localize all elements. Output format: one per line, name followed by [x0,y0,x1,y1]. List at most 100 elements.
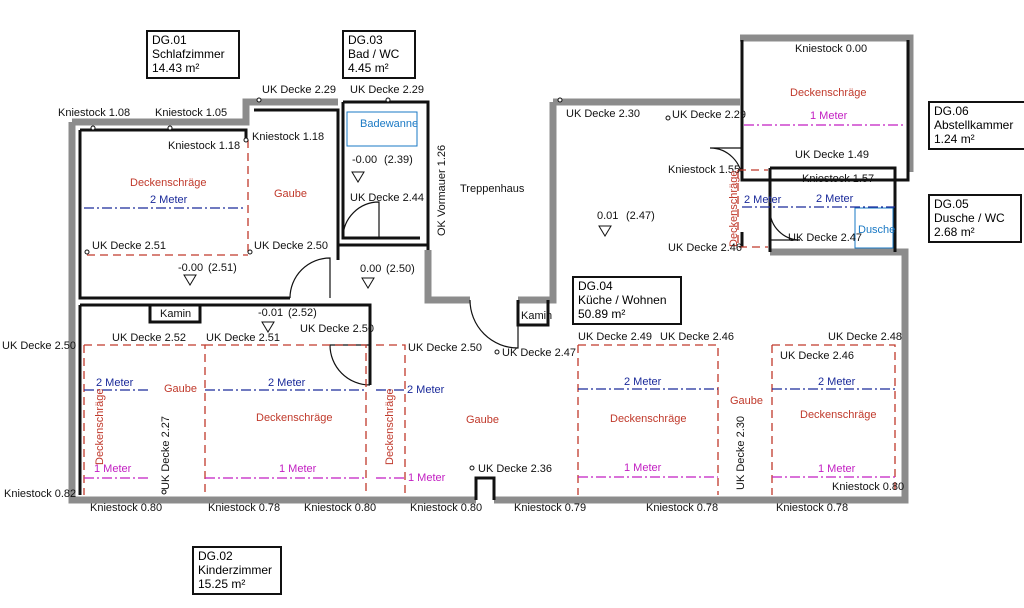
kniestock-label: Kniestock 1.08 [58,107,131,119]
room-label-dg01: DG.01 Schlafzimmer 14.43 m² [146,30,240,79]
room-label-dg06: DG.06 Abstellkammer 1.24 m² [928,101,1024,150]
room-id: DG.04 [578,279,613,293]
deckenschraege-label: Deckenschräge [610,413,687,425]
one-meter-lines [84,124,905,479]
uk-decke-label: UK Decke 2.46 [660,331,734,343]
room-id: DG.01 [152,33,187,47]
uk-decke-label: UK Decke 2.27 [160,416,172,490]
level-value: 0.01 [597,210,619,222]
one-meter-label: 1 Meter [818,463,856,475]
kniestock-label: Kniestock 1.05 [155,107,228,119]
kniestock-label: Kniestock 0.00 [795,43,868,55]
room-id: DG.02 [198,549,233,563]
two-meter-label: 2 Meter [150,194,188,206]
kniestock-label: Kniestock 0.82 [4,488,77,500]
room-name: Küche / Wohnen [578,293,667,307]
room-area: 14.43 m² [152,61,200,75]
level-markers [183,171,612,333]
room-area: 4.45 m² [348,61,389,75]
uk-decke-label: UK Decke 2.30 [735,416,747,490]
level-value: -0.00 [178,262,204,274]
room-name: Kinderzimmer [198,563,273,577]
uk-decke-label: UK Decke 2.46 [780,350,854,362]
treppenhaus-label: Treppenhaus [460,183,525,195]
two-meter-label: 2 Meter [818,376,856,388]
badewanne-label: Badewanne [360,118,419,130]
level-value: -0.00 [352,154,378,166]
two-meter-label: 2 Meter [96,377,134,389]
room-name: Schlafzimmer [152,47,225,61]
room-area: 15.25 m² [198,577,246,591]
uk-decke-label: UK Decke 2.30 [566,108,640,120]
gaube-label: Gaube [164,383,198,395]
uk-decke-label: UK Decke 2.50 [254,240,328,252]
one-meter-label: 1 Meter [94,463,132,475]
kniestock-label: Kniestock 1.18 [168,140,241,152]
one-meter-label: 1 Meter [810,110,848,122]
dusche-label: Dusche [858,224,896,236]
uk-decke-label: UK Decke 2.51 [206,332,280,344]
room-label-dg05: DG.05 Dusche / WC 2.68 m² [928,194,1022,243]
uk-decke-label: UK Decke 2.29 [350,84,424,96]
kniestock-label: Kniestock 1.18 [252,131,325,143]
uk-decke-label: UK Decke 2.51 [92,240,166,252]
deckenschraege-label: Deckenschräge [800,409,877,421]
gaube-label: Gaube [466,414,500,426]
room-name: Bad / WC [348,47,400,61]
room-area: 50.89 m² [578,307,626,321]
deckenschraege-label: Deckenschräge [256,412,333,424]
one-meter-label: 1 Meter [279,463,317,475]
uk-decke-label: UK Decke 1.49 [795,149,869,161]
one-meter-label: 1 Meter [408,472,446,484]
kniestock-label: Kniestock 0.80 [304,502,377,514]
kamin-label: Kamin [521,310,553,322]
uk-decke-label: UK Decke 2.36 [478,463,552,475]
uk-decke-label: UK Decke 2.50 [408,342,482,354]
deckenschraege-label: Deckenschräge [130,177,207,189]
kniestock-label: Kniestock 0.80 [832,481,905,493]
dusche-shape [854,207,894,249]
room-name: Abstellkammer [934,118,1014,132]
level-value: (2.47) [626,210,655,222]
room-label-dg04: DG.04 Küche / Wohnen 50.89 m² [572,276,682,325]
two-meter-label: 2 Meter [407,384,445,396]
uk-decke-label: UK Decke 2.47 [502,347,576,359]
uk-decke-label: UK Decke 2.44 [350,192,424,204]
outer-walls [68,34,914,504]
uk-decke-label: UK Decke 2.46 [668,242,742,254]
kniestock-label: Kniestock 0.78 [646,502,719,514]
ok-vormauer-label: OK Vormauer 1.26 [436,144,448,236]
level-value: (2.39) [384,154,413,166]
uk-decke-label: UK Decke 2.49 [578,331,652,343]
kniestock-label: Kniestock 1.55 [668,164,741,176]
room-label-dg02: DG.02 Kinderzimmer 15.25 m² [192,546,282,595]
deckenschraege-label: Deckenschräge [384,388,396,465]
kniestock-label: Kniestock 0.80 [90,502,163,514]
gaube-label: Gaube [730,395,764,407]
kniestock-label: Kniestock 1.57 [802,173,875,185]
deckenschraege-label: Deckenschräge [94,388,106,465]
level-value: (2.51) [208,262,237,274]
two-meter-lines [84,206,895,391]
gaube-label: Gaube [274,188,308,200]
two-meter-label: 2 Meter [268,377,306,389]
room-label-dg03: DG.03 Bad / WC 4.45 m² [342,30,416,79]
one-meter-label: 1 Meter [624,462,662,474]
kniestock-label: Kniestock 0.80 [410,502,483,514]
level-value: (2.50) [386,263,415,275]
uk-decke-label: UK Decke 2.29 [262,84,336,96]
two-meter-label: 2 Meter [744,194,782,206]
point-markers [84,97,671,495]
deckenschraege-label: Deckenschräge [728,170,740,247]
room-id: DG.05 [934,197,969,211]
two-meter-label: 2 Meter [816,193,854,205]
deckenschraege-label: Deckenschräge [790,87,867,99]
kamin-label: Kamin [160,308,192,320]
room-area: 2.68 m² [934,225,975,239]
room-id: DG.06 [934,104,969,118]
room-area: 1.24 m² [934,132,975,146]
kniestock-label: Kniestock 0.79 [514,502,587,514]
kniestock-label: Kniestock 0.78 [208,502,281,514]
level-value: (2.52) [288,307,317,319]
